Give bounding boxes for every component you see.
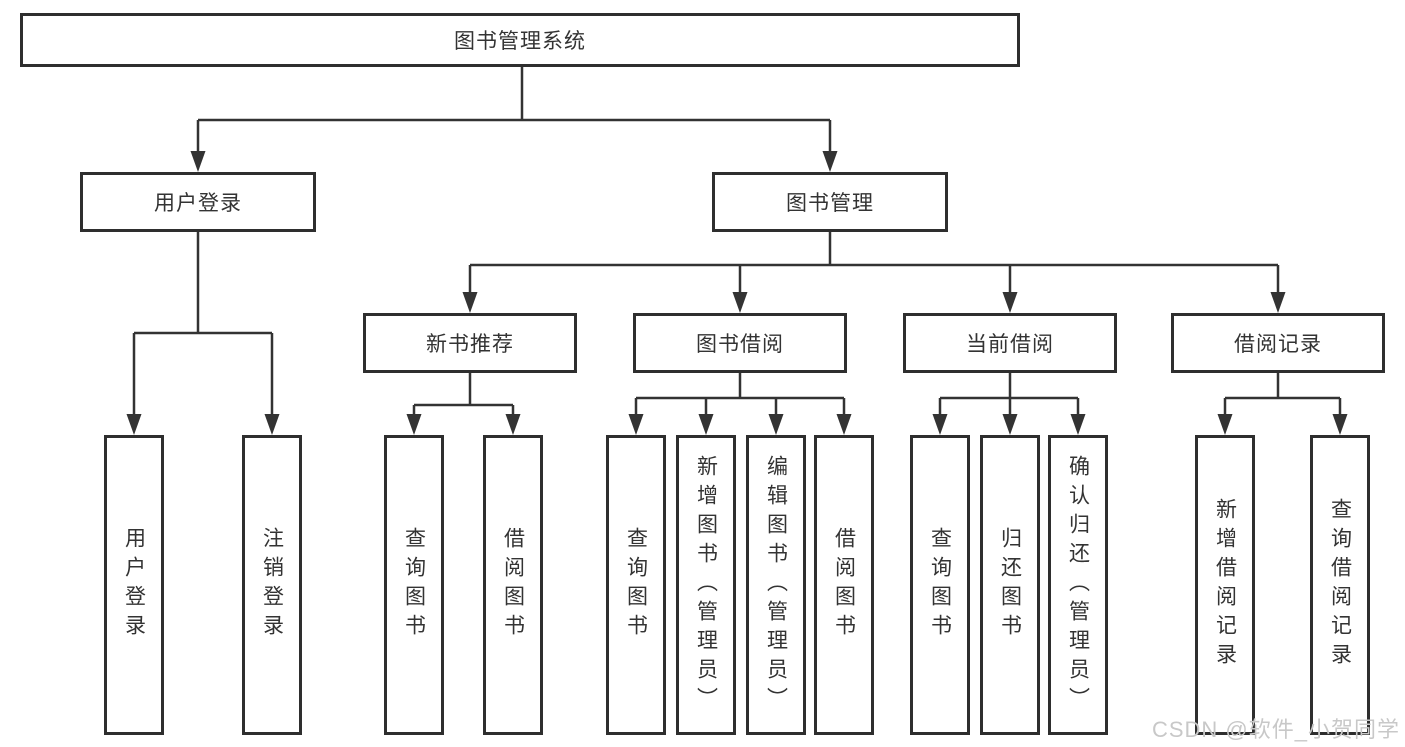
node-current-borrow: 当前借阅 <box>903 313 1117 373</box>
node-label: 图书借阅 <box>696 333 784 356</box>
arrowhead-icon <box>462 292 478 313</box>
node-label: 当前借阅 <box>966 333 1054 356</box>
node-label: 图书管理系统 <box>454 30 586 53</box>
node-system-root: 图书管理系统 <box>20 13 1020 67</box>
leaf-borrow-books-recommend: 借阅图书 <box>483 435 543 735</box>
arrowhead-icon <box>698 414 714 435</box>
node-label: 查询借阅记录 <box>1328 498 1352 672</box>
leaf-user-login: 用户登录 <box>104 435 164 735</box>
node-label: 新书推荐 <box>426 333 514 356</box>
node-book-borrow: 图书借阅 <box>633 313 847 373</box>
node-label: 查询图书 <box>402 527 426 643</box>
csdn-watermark: CSDN @软件_小贺同学 <box>1151 717 1400 742</box>
arrowhead-icon <box>1217 414 1233 435</box>
leaf-add-borrow-record: 新增借阅记录 <box>1195 435 1255 735</box>
arrowhead-icon <box>822 151 838 172</box>
node-label: 用户登录 <box>122 527 146 643</box>
node-label: 查询图书 <box>624 527 648 643</box>
arrowhead-icon <box>1332 414 1348 435</box>
leaf-query-books-recommend: 查询图书 <box>384 435 444 735</box>
node-label: 借阅图书 <box>501 527 525 643</box>
node-label: 编辑图书（管理员） <box>764 454 788 716</box>
arrowhead-icon <box>264 414 280 435</box>
node-label: 借阅图书 <box>832 527 856 643</box>
arrowhead-icon <box>505 414 521 435</box>
arrowhead-icon <box>836 414 852 435</box>
arrowhead-icon <box>1002 292 1018 313</box>
node-user-login: 用户登录 <box>80 172 316 232</box>
node-label: 注销登录 <box>260 527 284 643</box>
arrowhead-icon <box>932 414 948 435</box>
node-label: 图书管理 <box>786 192 874 215</box>
arrowhead-icon <box>1002 414 1018 435</box>
leaf-query-borrow-record: 查询借阅记录 <box>1310 435 1370 735</box>
leaf-return-books: 归还图书 <box>980 435 1040 735</box>
node-label: 新增图书（管理员） <box>694 454 718 716</box>
arrowhead-icon <box>628 414 644 435</box>
node-label: 借阅记录 <box>1234 333 1322 356</box>
arrowhead-icon <box>126 414 142 435</box>
arrowhead-icon <box>406 414 422 435</box>
arrowhead-icon <box>190 151 206 172</box>
leaf-add-book-admin: 新增图书（管理员） <box>676 435 736 735</box>
arrowhead-icon <box>768 414 784 435</box>
node-new-book-recommend: 新书推荐 <box>363 313 577 373</box>
node-label: 归还图书 <box>998 527 1022 643</box>
node-label: 新增借阅记录 <box>1213 498 1237 672</box>
leaf-logout: 注销登录 <box>242 435 302 735</box>
arrowhead-icon <box>1070 414 1086 435</box>
leaf-query-books-borrow: 查询图书 <box>606 435 666 735</box>
node-borrow-records: 借阅记录 <box>1171 313 1385 373</box>
leaf-edit-book-admin: 编辑图书（管理员） <box>746 435 806 735</box>
leaf-confirm-return-admin: 确认归还（管理员） <box>1048 435 1108 735</box>
arrowhead-icon <box>1270 292 1286 313</box>
node-book-management: 图书管理 <box>712 172 948 232</box>
leaf-query-books-current: 查询图书 <box>910 435 970 735</box>
node-label: 用户登录 <box>154 192 242 215</box>
leaf-borrow-books: 借阅图书 <box>814 435 874 735</box>
node-label: 确认归还（管理员） <box>1066 454 1090 716</box>
node-label: 查询图书 <box>928 527 952 643</box>
arrowhead-icon <box>732 292 748 313</box>
